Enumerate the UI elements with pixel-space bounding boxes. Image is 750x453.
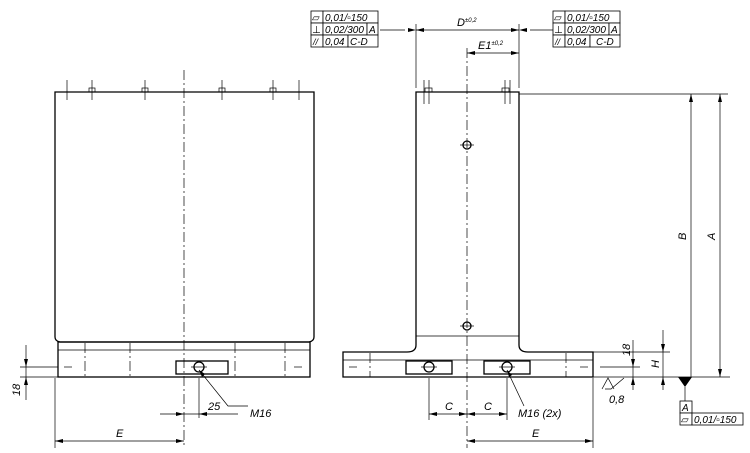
tol-datum: A [610, 25, 618, 36]
tol-value: 0,04 [567, 37, 587, 48]
dim-right-E: E [532, 428, 540, 440]
parallelism-icon: // [554, 37, 562, 47]
left-thread-leader [198, 369, 248, 407]
dim-E1: E1±0,2 [478, 40, 504, 52]
arrowhead [24, 359, 28, 367]
arrowhead [718, 369, 722, 377]
arrowhead [661, 344, 665, 352]
arrowhead [199, 370, 205, 377]
dim-25: 25 [207, 401, 221, 413]
dim-right-18: 18 [621, 343, 633, 356]
dim-A: A [706, 233, 718, 241]
left-top-pins [66, 80, 300, 100]
roughness-symbol: 0,8 [601, 377, 625, 406]
tol-value: 0,01/▫150 [325, 13, 368, 24]
arrowhead [507, 370, 512, 377]
flatness-icon: ▱ [554, 13, 562, 24]
tol-value: 0,01/▫150 [694, 415, 737, 426]
tolerance-frame-top-left: ▱ ⊥ // 0,01/▫150 0,02/300 A 0,04 C-D [310, 10, 379, 48]
arrowhead [199, 412, 207, 416]
datum-label: A [681, 403, 689, 414]
thread-right: M16 (2x) [518, 408, 562, 420]
right-body-outline [342, 91, 594, 378]
tol-datum: A [368, 25, 376, 36]
thread-left: M16 [250, 408, 272, 420]
perpendicularity-icon: ⊥ [554, 25, 563, 36]
arrowhead [631, 377, 635, 385]
dim-C-left: C [445, 401, 453, 413]
tol-value: 0,02/300 [325, 25, 364, 36]
arrowhead [176, 412, 184, 416]
left-plate-outline [54, 91, 315, 343]
arrowhead [631, 359, 635, 367]
tolerance-frame-bottom-right: A ▱ 0,01/▫150 [679, 400, 744, 426]
arrowhead [661, 377, 665, 385]
dim-left-18: 18 [11, 383, 23, 396]
parallelism-icon: // [312, 37, 320, 47]
dim-left-E: E [116, 428, 124, 440]
arrowhead [467, 412, 475, 416]
datum-triangle [678, 377, 692, 387]
perpendicularity-icon: ⊥ [312, 25, 321, 36]
dim-B: B [677, 233, 689, 240]
arrowhead [718, 94, 722, 102]
left-view: 18 25 M16 E [11, 70, 315, 448]
tol-value: 0,04 [325, 37, 345, 48]
arrowhead [429, 412, 437, 416]
arrowhead [55, 439, 63, 443]
arrowhead [176, 439, 184, 443]
flatness-icon: ▱ [312, 13, 320, 24]
dim-D: D±0,2 [457, 17, 477, 29]
arrowhead [408, 28, 416, 32]
tol-value: 0,01/▫150 [567, 13, 610, 24]
arrowhead [467, 51, 475, 55]
arrowhead [416, 28, 424, 32]
arrowhead [511, 28, 519, 32]
right-slot-right [483, 360, 531, 375]
arrowhead [459, 412, 467, 416]
arrowhead [585, 439, 593, 443]
right-slot-left [405, 360, 453, 375]
arrowhead [467, 439, 475, 443]
dim-C-right: C [484, 401, 492, 413]
arrowhead [519, 28, 527, 32]
flatness-icon: ▱ [681, 415, 689, 426]
roughness-value: 0,8 [609, 394, 625, 406]
arrowhead [511, 51, 519, 55]
arrowhead [499, 412, 507, 416]
tolerance-frame-top-right: ▱ ⊥ // 0,01/▫150 0,02/300 A 0,04 C-D [552, 10, 621, 48]
dim-H: H [650, 360, 662, 368]
right-view: D±0,2 E1±0,2 B A 18 H [342, 17, 730, 448]
right-top-pins [423, 80, 511, 104]
tol-value: 0,02/300 [567, 25, 606, 36]
tol-datum: C-D [350, 37, 368, 48]
arrowhead [24, 377, 28, 385]
tol-datum: C-D [596, 37, 614, 48]
arrowhead [689, 94, 693, 102]
